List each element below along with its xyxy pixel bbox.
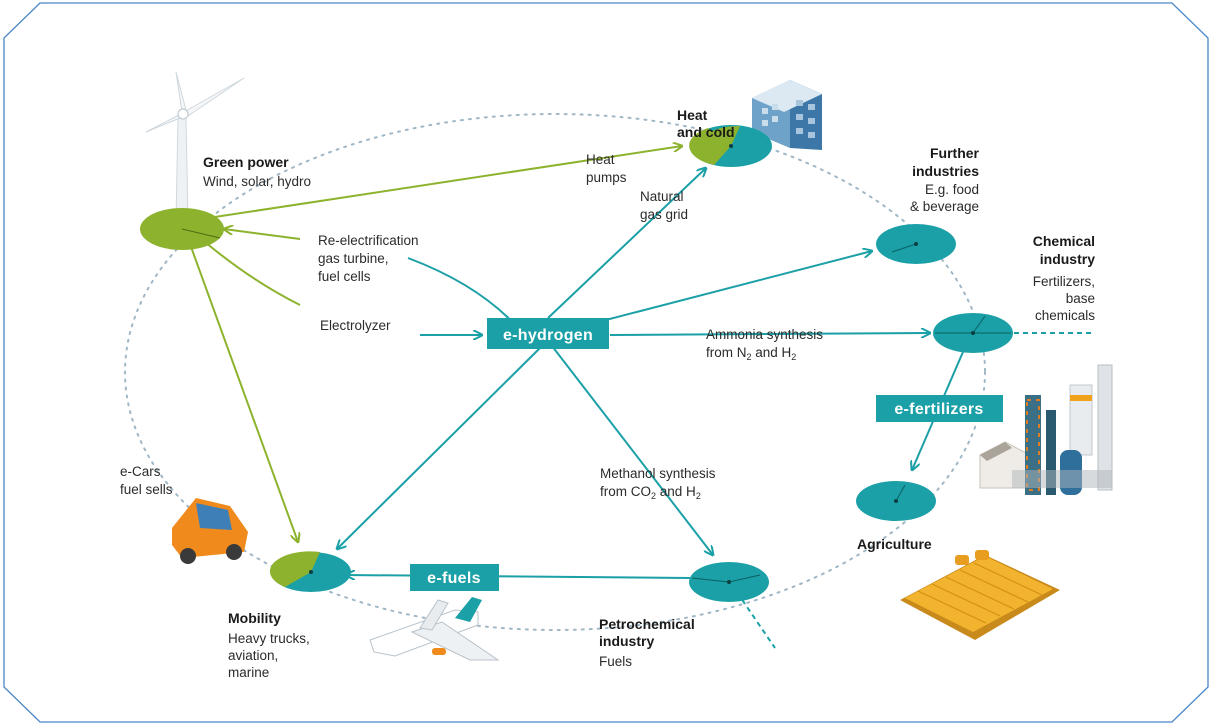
mobility-title: Mobility (228, 610, 281, 626)
re-electrification-label-3: fuel cells (318, 269, 371, 284)
petrochemical-desc: Fuels (599, 654, 632, 669)
arrow-methanol (551, 345, 713, 555)
mobility-desc-2: aviation, (228, 648, 278, 663)
heat-and-cold-title-2: and cold (677, 124, 735, 140)
heat-and-cold-disc (689, 125, 772, 167)
chemical-industry-disc (933, 313, 1013, 353)
chemical-industry-title-1: Chemical (1033, 233, 1095, 249)
frame-border (3, 2, 1209, 723)
building-icon (752, 80, 822, 150)
chemical-industry-desc-1: Fertilizers, (1033, 274, 1095, 289)
car-icon (172, 498, 248, 564)
ecars-label-2: fuel sells (120, 482, 173, 497)
arrow-further-industries (597, 251, 872, 323)
ammonia-label-1: Ammonia synthesis (706, 327, 823, 342)
mobility-desc-3: marine (228, 665, 269, 680)
further-industries-title-2: industries (912, 163, 979, 179)
cycle-dotted-ellipse (124, 113, 986, 631)
further-industries-disc (876, 224, 956, 264)
arrow-hydrogen-mobility (337, 347, 541, 549)
chemical-industry-desc-2: base (1066, 291, 1095, 306)
ammonia-label-2: from N2 and H2 (706, 345, 796, 362)
field-icon (900, 550, 1060, 640)
arrow-mobility (181, 221, 298, 542)
methanol-label-2: from CO2 and H2 (600, 484, 701, 501)
svg-text:e-fertilizers: e-fertilizers (894, 401, 983, 418)
green-power-disc (140, 208, 224, 250)
arrow-reelectrification (224, 229, 301, 240)
agriculture-title: Agriculture (857, 536, 932, 552)
methanol-label-1: Methanol synthesis (600, 466, 716, 481)
further-industries-desc-1: E.g. food (925, 182, 979, 197)
re-electrification-label-1: Re-electrification (318, 233, 419, 248)
mobility-desc-1: Heavy trucks, (228, 631, 310, 646)
chemical-industry-desc-3: chemicals (1035, 308, 1095, 323)
electrolyzer-label: Electrolyzer (320, 318, 391, 333)
natural-gas-grid-label-2: gas grid (640, 207, 688, 222)
ecars-label-1: e-Cars (120, 464, 161, 479)
svg-text:e-fuels: e-fuels (427, 570, 481, 587)
factory-icon (979, 364, 1113, 495)
arrow-ammonia (609, 333, 930, 335)
re-electrification-label-2: gas turbine, (318, 251, 389, 266)
svg-text:e-hydrogen: e-hydrogen (503, 327, 593, 344)
arrow-natural-gas (547, 168, 706, 319)
agriculture-disc (856, 481, 936, 521)
further-industries-title-1: Further (930, 145, 980, 161)
heat-pumps-label-1: Heat (586, 152, 615, 167)
petrochemical-disc (689, 562, 769, 602)
chemical-industry-title-2: industry (1040, 251, 1095, 267)
tag-e-fuels: e-fuels (410, 564, 499, 591)
further-industries-desc-2: & beverage (910, 199, 979, 214)
wind-turbine-icon (145, 71, 245, 228)
arrow-heat-pumps (181, 146, 682, 223)
tag-e-fertilizers: e-fertilizers (876, 395, 1003, 422)
heat-pumps-label-2: pumps (586, 170, 627, 185)
green-power-desc: Wind, solar, hydro (203, 174, 311, 189)
green-power-title: Green power (203, 154, 289, 170)
hub-e-hydrogen: e-hydrogen (487, 318, 609, 349)
mobility-disc (269, 551, 351, 592)
heat-and-cold-title-1: Heat (677, 107, 708, 123)
arrow-efuels (346, 575, 691, 578)
petrochemical-title-2: industry (599, 633, 654, 649)
airplane-icon (369, 597, 500, 661)
natural-gas-grid-label-1: Natural (640, 189, 684, 204)
petrochemical-title-1: Petrochemical (599, 616, 695, 632)
